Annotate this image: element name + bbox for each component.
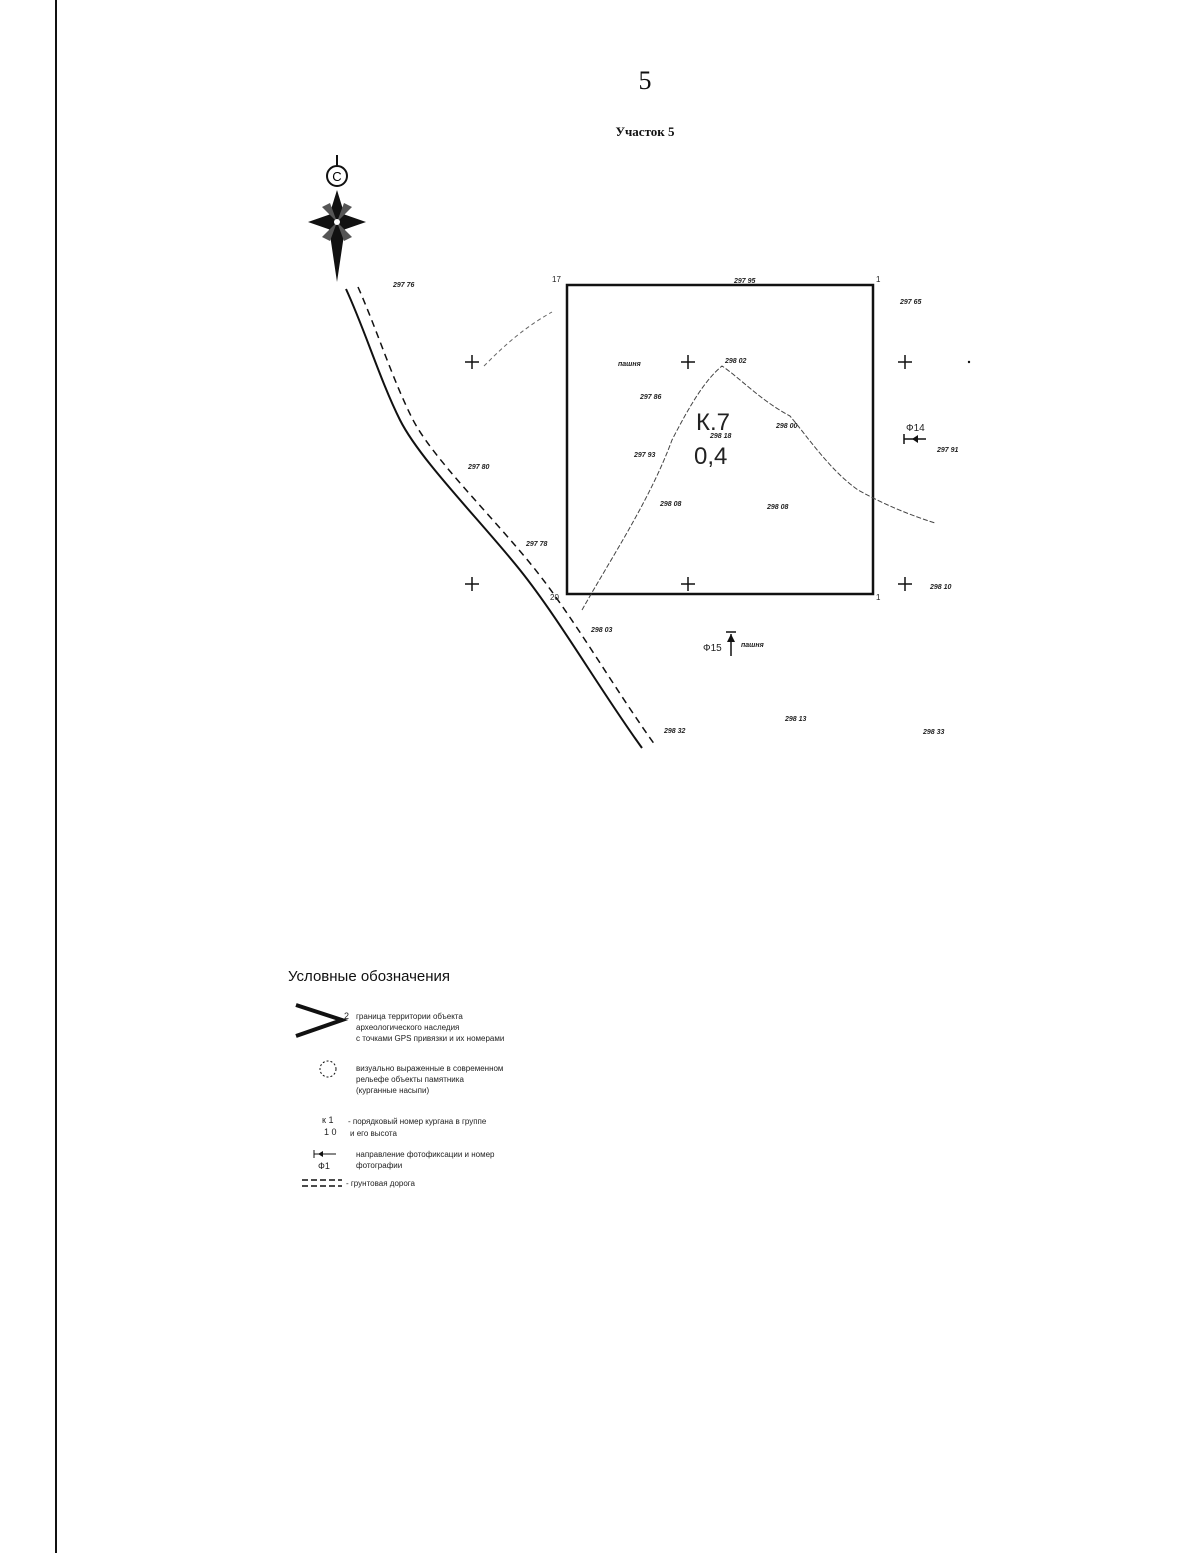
elevation-label: 298 13 xyxy=(784,716,807,723)
legend-mound-symbol-icon xyxy=(319,1060,337,1078)
legend-line: рельефе объекты памятника xyxy=(356,1075,464,1084)
corner-label: 20 xyxy=(550,593,559,602)
elevation-label: 298 08 xyxy=(659,501,682,508)
elevation-label: 298 08 xyxy=(766,504,789,511)
legend-line: (курганные насыпи) xyxy=(356,1086,430,1095)
mound-contour xyxy=(581,365,936,611)
elevation-label: 297 93 xyxy=(633,452,656,459)
elevation-label: 297 95 xyxy=(733,278,756,285)
legend-height-text: и его высота xyxy=(350,1129,397,1138)
page-margin-line xyxy=(55,0,57,1553)
compass-rose-icon: С xyxy=(308,155,366,282)
legend-height-symbol: 1 0 xyxy=(324,1127,337,1137)
terrain-line-left xyxy=(483,311,553,367)
elevation-label: 298 00 xyxy=(775,423,798,430)
site-boundary xyxy=(565,283,875,596)
elevation-label: 298 33 xyxy=(922,729,945,736)
legend-line: визуально выраженные в современном xyxy=(356,1064,504,1073)
corner-label: 17 xyxy=(552,275,561,284)
legend-photo-text: направление фотофиксации и номер фотогра… xyxy=(356,1149,495,1171)
legend-boundary-symbol-icon xyxy=(295,1003,349,1038)
elevation-label: 298 32 xyxy=(663,728,686,735)
corner-label: 1 xyxy=(876,275,881,284)
kurgan-number: К.7 xyxy=(696,409,730,436)
elevation-label: 297 76 xyxy=(392,282,415,289)
legend-line: археологического наследия xyxy=(356,1023,460,1032)
legend-line: граница территории объекта xyxy=(356,1012,463,1021)
road-solid-line xyxy=(345,288,643,749)
plot-title: Участок 5 xyxy=(615,124,675,139)
legend-road-symbol-icon xyxy=(302,1179,342,1187)
legend-photo-symbol-icon xyxy=(313,1150,336,1158)
legend-line: фотографии xyxy=(356,1161,403,1170)
corner-label: 1 xyxy=(876,593,881,602)
grid-crosses xyxy=(465,355,912,591)
page-number: 5 xyxy=(638,66,652,95)
legend-mound-text: визуально выраженные в современном релье… xyxy=(356,1063,503,1096)
elevation-label: 297 86 xyxy=(639,394,662,401)
elevation-label: 297 65 xyxy=(899,299,922,306)
legend-line: с точками GPS привязки и их номерами xyxy=(356,1034,505,1043)
legend-road-text: - грунтовая дорога xyxy=(346,1179,415,1188)
elevation-label: 297 91 xyxy=(936,447,959,454)
elevation-label: 298 18 xyxy=(709,433,732,440)
legend-boundary-marker: 2 xyxy=(344,1011,350,1021)
photo-label: Ф14 xyxy=(906,423,925,434)
elevation-label: 297 78 xyxy=(525,541,548,548)
field-label: пашня xyxy=(618,361,641,368)
legend-kurgan-text: - порядковый номер кургана в группе xyxy=(348,1117,487,1126)
kurgan-height: 0,4 xyxy=(694,443,727,470)
road-dashed-line xyxy=(357,286,656,746)
elevation-label: 298 02 xyxy=(724,358,747,365)
legend-photo-symbol: Ф1 xyxy=(318,1161,330,1171)
photo-direction-icon xyxy=(726,631,736,656)
legend-line: направление фотофиксации и номер xyxy=(356,1150,495,1159)
field-label: пашня xyxy=(741,642,764,649)
legend-title: Условные обозначения xyxy=(288,968,451,985)
compass-north-letter: С xyxy=(332,169,341,184)
photo-direction-icon xyxy=(903,434,926,444)
legend-boundary-text: граница территории объекта археологическ… xyxy=(356,1011,504,1044)
elevation-label: 298 03 xyxy=(590,627,613,634)
photo-label: Ф15 xyxy=(703,643,722,654)
elevation-label: 298 10 xyxy=(929,584,952,591)
elevation-label: 297 80 xyxy=(467,464,490,471)
legend-kurgan-symbol: к 1 xyxy=(322,1115,334,1125)
